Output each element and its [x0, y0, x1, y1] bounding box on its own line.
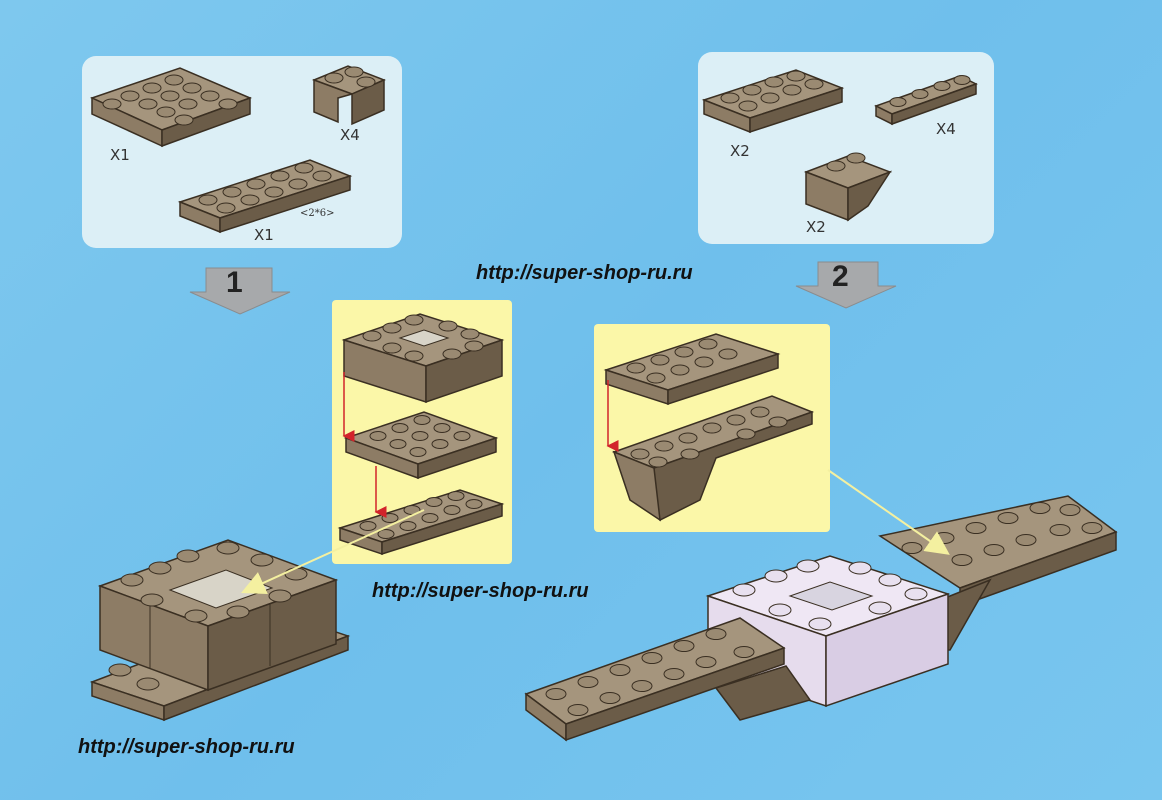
- step1-detail-frame: [341, 313, 505, 404]
- brick-plate-2x6: [177, 159, 353, 234]
- step2-arrow: [795, 261, 897, 309]
- part-qty-plate-2x4: X2: [730, 142, 750, 160]
- step1-number: 1: [226, 266, 243, 299]
- part-qty-plate-1x4: X4: [936, 120, 956, 138]
- watermark-url-bottom: http://super-shop-ru.ru: [78, 736, 295, 758]
- part-qty-plate-4x4: X1: [110, 146, 130, 164]
- step2-detail-top-plate: [603, 333, 781, 406]
- watermark-url-top: http://super-shop-ru.ru: [476, 262, 693, 284]
- watermark-url-middle: http://super-shop-ru.ru: [372, 580, 589, 602]
- brick-plate-1x4: [874, 75, 978, 126]
- step1-pointer-arrow: [241, 509, 425, 594]
- brick-corner: [311, 65, 386, 126]
- step2-assembled-model: [524, 495, 1118, 742]
- step2-number: 2: [832, 260, 849, 293]
- step2-pointer-arrow: [827, 469, 950, 555]
- part-qty-corner-brick: X4: [340, 126, 360, 144]
- part-qty-plate-2x6: X1: [254, 226, 274, 244]
- step1-assembled-model: [89, 539, 351, 722]
- brick-plate-2x4: [701, 69, 845, 134]
- step1-detail-plate: [343, 411, 499, 480]
- step2-detail-slope-assembly: [611, 395, 815, 522]
- brick-plate-4x4: [89, 67, 253, 148]
- part-size-plate-2x6: <2*6>: [300, 208, 335, 219]
- step1-detail-long-plate: [337, 489, 505, 556]
- part-qty-slope-brick: X2: [806, 218, 826, 236]
- brick-slope: [803, 152, 893, 222]
- step1-arrow: [189, 267, 291, 315]
